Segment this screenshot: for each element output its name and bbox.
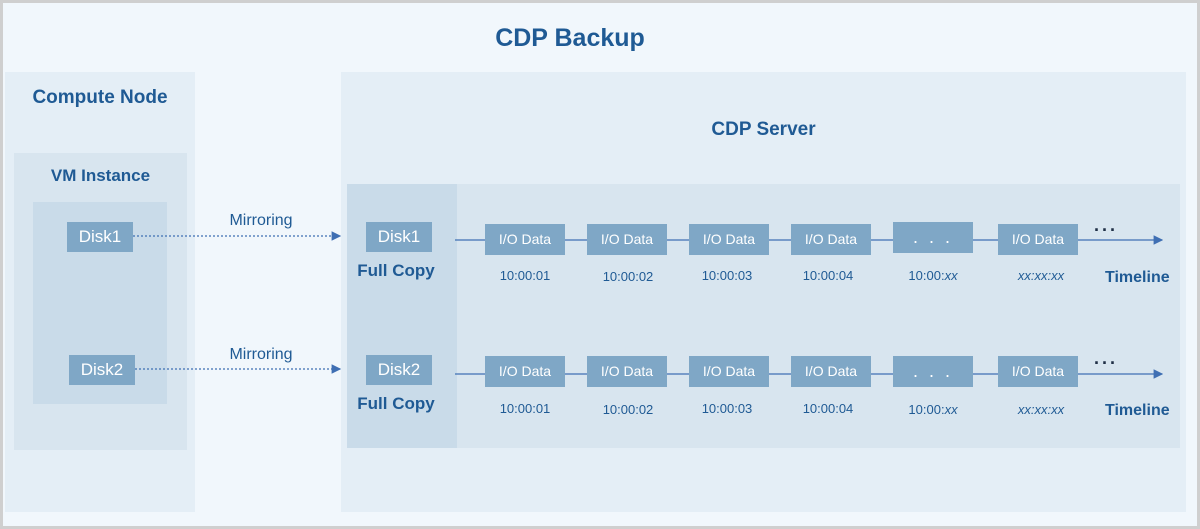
io-block-1-1: I/O Data	[485, 224, 565, 255]
timestamp-1-pending: 10:00:xx	[908, 268, 958, 283]
timestamp-1-2: 10:00:02	[602, 269, 654, 284]
io-block-1-2: I/O Data	[587, 224, 667, 255]
io-block-2-4: I/O Data	[791, 356, 871, 387]
io-block-1-4: I/O Data	[791, 224, 871, 255]
timestamp-2-4: 10:00:04	[802, 401, 854, 416]
io-block-2-last: I/O Data	[998, 356, 1078, 387]
timestamp-2-2: 10:00:02	[602, 402, 654, 417]
timestamp-2-3: 10:00:03	[701, 401, 753, 416]
row-1-ellipsis: ...	[1094, 215, 1119, 235]
vm-disk-2: Disk2	[69, 355, 135, 385]
io-block-2-1: I/O Data	[485, 356, 565, 387]
io-block-1-3: I/O Data	[689, 224, 769, 255]
compute-node-title: Compute Node	[32, 87, 168, 108]
timeline-label-1: Timeline	[1105, 269, 1170, 286]
cdp-server-title: CDP Server	[711, 119, 816, 140]
io-block-2-3: I/O Data	[689, 356, 769, 387]
timestamp-1-1: 10:00:01	[499, 268, 551, 283]
timestamp-2-pending: 10:00:xx	[908, 402, 958, 417]
timestamp-1-last: xx:xx:xx	[1017, 268, 1065, 283]
mirroring-label-2: Mirroring	[229, 346, 293, 363]
server-disk-1: Disk1	[366, 222, 432, 252]
io-block-1-last: I/O Data	[998, 224, 1078, 255]
timestamp-2-1: 10:00:01	[499, 401, 551, 416]
timestamp-2-last: xx:xx:xx	[1017, 402, 1065, 417]
io-block-2-2: I/O Data	[587, 356, 667, 387]
io-block-2-pending: . . .	[893, 356, 973, 387]
row-2-ellipsis: ...	[1094, 348, 1119, 368]
server-disk-2: Disk2	[366, 355, 432, 385]
timestamp-1-3: 10:00:03	[701, 268, 753, 283]
vm-instance-title: VM Instance	[50, 166, 151, 185]
mirroring-label-1: Mirroring	[229, 212, 293, 229]
diagram-title: CDP Backup	[495, 24, 645, 52]
timeline-label-2: Timeline	[1105, 402, 1170, 419]
full-copy-label-2: Full Copy	[357, 394, 435, 413]
timestamp-1-4: 10:00:04	[802, 268, 854, 283]
io-block-1-pending: . . .	[893, 222, 973, 253]
full-copy-label-1: Full Copy	[357, 261, 435, 280]
vm-disk-1: Disk1	[67, 222, 133, 252]
